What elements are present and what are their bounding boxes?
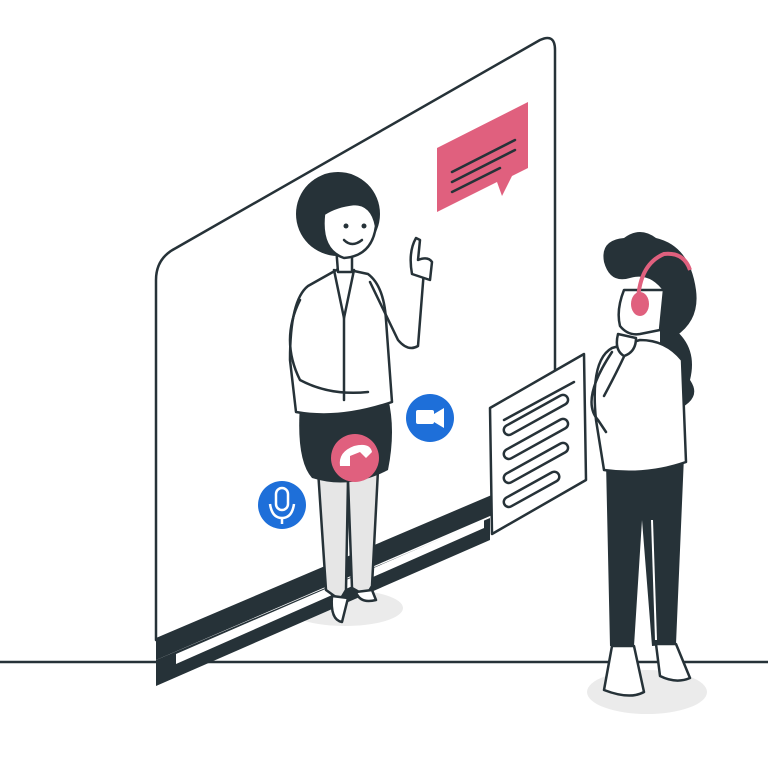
- viewer: [590, 232, 697, 697]
- viewer-sweater: [593, 338, 688, 474]
- hang-up-button[interactable]: [331, 434, 379, 482]
- presenter-face: [322, 202, 378, 260]
- camera-button[interactable]: [406, 394, 454, 442]
- video-camera-icon: [416, 408, 444, 428]
- document-lines-icon: [488, 352, 588, 536]
- viewer-hand: [615, 332, 638, 358]
- presenter-hand: [409, 236, 434, 282]
- chat-bubble-icon: [437, 102, 528, 212]
- viewer-pants: [606, 456, 684, 646]
- headphones-icon: [631, 251, 692, 316]
- viewer-hair: [603, 232, 697, 336]
- mute-button[interactable]: [258, 481, 306, 529]
- phone-hangup-icon: [339, 444, 372, 466]
- viewer-shoes: [602, 644, 646, 697]
- microphone-icon: [268, 486, 296, 524]
- presenter-shoes: [330, 594, 350, 624]
